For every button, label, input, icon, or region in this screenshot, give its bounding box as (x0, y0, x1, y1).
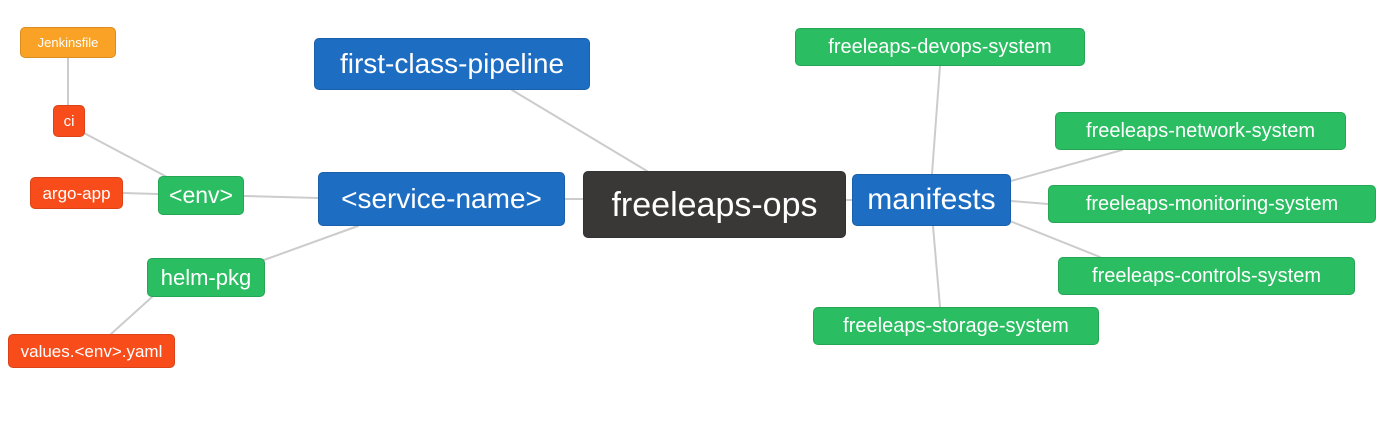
node-ci[interactable]: ci (53, 105, 85, 137)
edge-ci--env (83, 132, 168, 178)
edge-helm-pkg--values-env-yaml (110, 296, 153, 335)
node-argo-app[interactable]: argo-app (30, 177, 123, 209)
edge-env--service-name (243, 195, 319, 199)
edge-freeleaps-devops-system--manifests (931, 65, 941, 175)
edge-service-name--helm-pkg (263, 225, 359, 261)
node-freeleaps-controls-system[interactable]: freeleaps-controls-system (1058, 257, 1355, 295)
edge-first-class-pipeline--freeleaps-ops (511, 89, 648, 172)
node-first-class-pipeline[interactable]: first-class-pipeline (314, 38, 590, 90)
node-service-name[interactable]: <service-name> (318, 172, 565, 226)
edge-argo-app--env (122, 192, 159, 195)
node-env[interactable]: <env> (158, 176, 244, 215)
edge-manifests--freeleaps-monitoring-system (1010, 200, 1049, 205)
node-freeleaps-ops[interactable]: freeleaps-ops (583, 171, 846, 238)
node-freeleaps-devops-system[interactable]: freeleaps-devops-system (795, 28, 1085, 66)
node-freeleaps-storage-system[interactable]: freeleaps-storage-system (813, 307, 1099, 345)
node-helm-pkg[interactable]: helm-pkg (147, 258, 265, 297)
node-freeleaps-monitoring-system[interactable]: freeleaps-monitoring-system (1048, 185, 1376, 223)
node-jenkinsfile[interactable]: Jenkinsfile (20, 27, 116, 58)
node-freeleaps-network-system[interactable]: freeleaps-network-system (1055, 112, 1346, 150)
node-values-env-yaml[interactable]: values.<env>.yaml (8, 334, 175, 368)
edge-manifests--freeleaps-network-system (1010, 149, 1123, 182)
node-manifests[interactable]: manifests (852, 174, 1011, 226)
edge-manifests--freeleaps-controls-system (1009, 220, 1101, 258)
edge-manifests--freeleaps-storage-system (932, 225, 941, 308)
